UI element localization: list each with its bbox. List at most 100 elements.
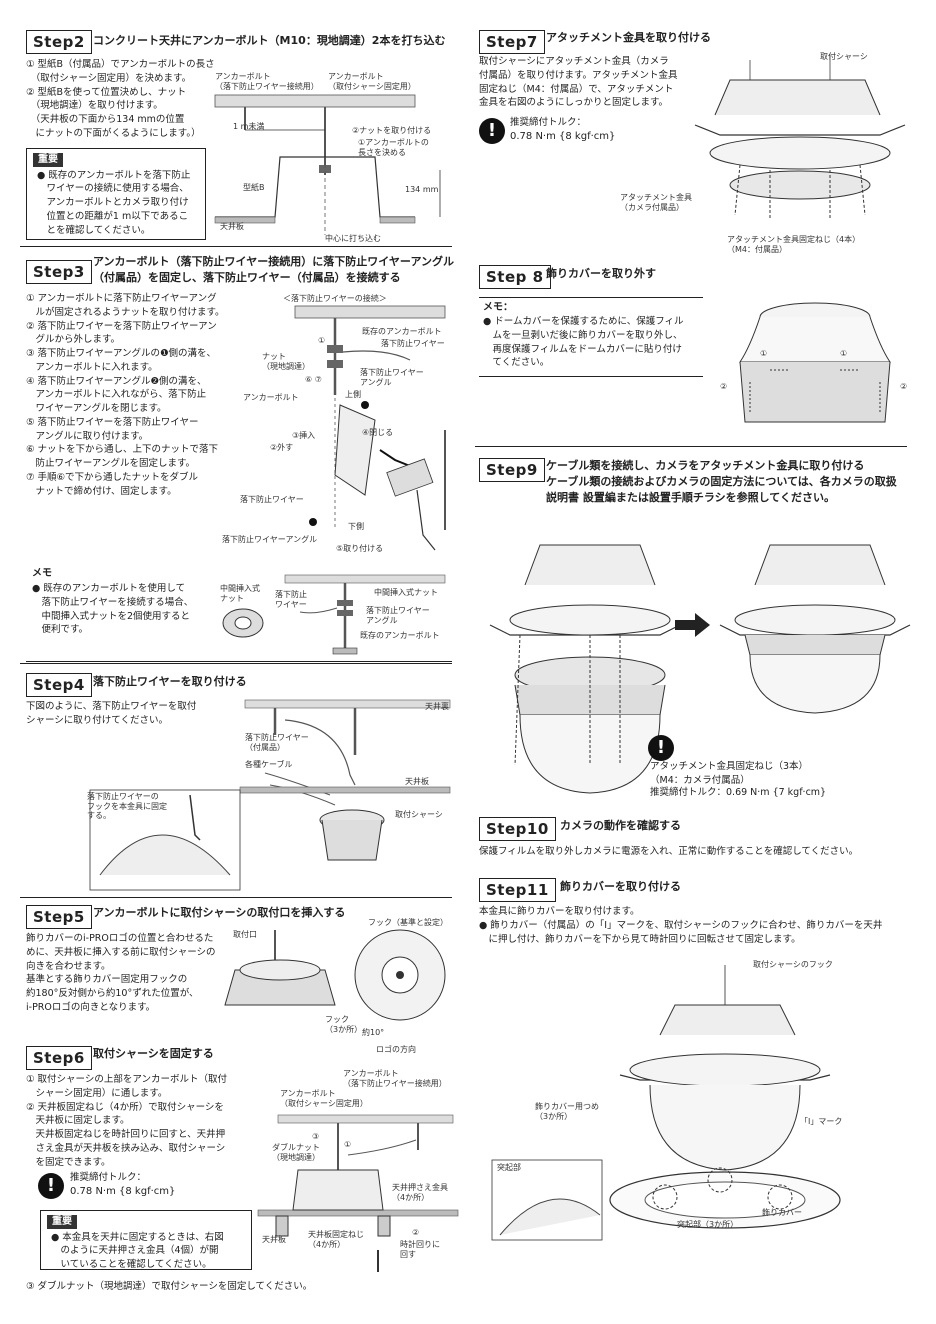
s4-hook: 落下防止ワイヤーの フックを本金具に固定 する。: [87, 792, 167, 821]
step3-memo: メモ ● 既存のアンカーボルトを使用して 落下防止ワイヤーを接続する場合、 中間…: [26, 565, 452, 662]
s2-134mm: 134 mm: [405, 185, 439, 194]
memo-tag: メモ：: [483, 302, 513, 313]
step3-diagram: [294, 305, 446, 551]
s3-close: ④閉じる: [362, 428, 394, 437]
step4-text: 下図のように、落下防止ワイヤーを取付 シャーシに取り付けてください。: [26, 701, 197, 726]
important-text: ● 既存のアンカーボルトを落下防止 ワイヤーの接続に使用する場合、 アンカーボル…: [37, 169, 191, 236]
s11-bump3: 突起部（3か所）: [677, 1220, 739, 1229]
s11-imark: 「I」マーク: [800, 1117, 843, 1126]
s3-angle2: 落下防止ワイヤーアングル: [222, 535, 318, 544]
step2-title: コンクリート天井にアンカーボルト（M10：現地調達）2本を打ち込む: [93, 34, 446, 47]
step4-diagram: [89, 699, 451, 891]
s11-hook: 取付シャーシのフック: [753, 960, 833, 969]
s6-clockwise: 時計回りに 回す: [400, 1240, 440, 1259]
s4-cables: 各種ケーブル: [245, 760, 293, 769]
step3-label: Step3: [26, 260, 92, 284]
s3-angle: 落下防止ワイヤー アングル: [360, 368, 424, 387]
step9-title: ケーブル類を接続し、カメラをアタッチメント金具に取り付ける ケーブル類の接続およ…: [546, 459, 897, 504]
step4-title: 落下防止ワイヤーを取り付ける: [93, 675, 247, 688]
s6-clamp: 天井押さえ金具 （4か所）: [392, 1183, 448, 1202]
memo-existing: 既存のアンカーボルト: [360, 631, 440, 640]
step6-torque-label: 推奨締付トルク：: [70, 1172, 147, 1183]
s6-ceiling: 天井板: [262, 1235, 286, 1244]
step2-diagram: [214, 94, 441, 235]
memo-angle: 落下防止ワイヤー アングル: [366, 606, 430, 625]
s4-ceiling-back: 天井裏: [425, 702, 449, 711]
s11-cover: 飾りカバー: [762, 1208, 802, 1217]
s2-anchor-chassis: アンカーボルト （取付シャーシ固定用）: [328, 72, 416, 91]
s3-remove: ②外す: [270, 443, 294, 452]
step11-diagram: [491, 965, 841, 1241]
s5-hook3: フック （3か所）: [325, 1015, 363, 1034]
memo-wire: 落下防止 ワイヤー: [275, 590, 307, 609]
memo-diagram: [284, 574, 446, 655]
divider: [20, 246, 452, 247]
step10-label: Step10: [479, 817, 556, 841]
s11-bump: 突起部: [497, 1163, 521, 1172]
s3-connect: ＜落下防止ワイヤーの接続＞: [283, 294, 387, 303]
step7-diagram: [694, 55, 906, 220]
s3-attach: ⑤取り付ける: [336, 544, 384, 553]
s3-existing: 既存のアンカーボルト: [362, 327, 442, 336]
step3-text: ① アンカーボルトに落下防止ワイヤーアング ルが固定されるようナットを取り付けま…: [26, 293, 225, 497]
step6-torque-value: 0.78 N·m {8 kgf·cm}: [70, 1186, 176, 1197]
caution-icon: !: [38, 1173, 64, 1199]
s8-c2a: ②: [720, 382, 728, 391]
divider: [20, 897, 452, 898]
step7-text: 取付シャーシにアタッチメント金具（カメラ 付属品）を取り付けます。アタッチメント…: [479, 56, 678, 109]
s8-c1b: ①: [840, 349, 848, 358]
s3-lower: 下側: [348, 522, 364, 531]
caution-icon: !: [648, 735, 674, 761]
s2-anchor-wire: アンカーボルト （落下防止ワイヤー接続用）: [215, 72, 319, 91]
step8-memo: メモ： ● ドームカバーを保護するために、保護フィル ムを一旦剥いだ後に飾りカバ…: [479, 297, 703, 377]
step7-torque-label: 推奨締付トルク：: [510, 117, 587, 128]
s2-ceiling: 天井板: [220, 222, 244, 231]
step6-diagram: [257, 1114, 459, 1272]
s7-attach: アタッチメント金具 （カメラ付属品）: [620, 193, 692, 212]
memo-text: ● ドームカバーを保護するために、保護フィル ムを一旦剥いだ後に飾りカバーを取り…: [483, 316, 684, 369]
s3-nut: ナット （現地調達）: [262, 352, 310, 371]
s3-c1: ①: [318, 336, 326, 345]
s4-ceiling: 天井板: [405, 777, 429, 786]
s11-claw: 飾りカバー用つめ （3か所）: [535, 1102, 599, 1121]
step3-title: アンカーボルト（落下防止ワイヤー接続用）に落下防止ワイヤーアングル （付属品）を…: [93, 255, 455, 284]
s5-deg10: 約10°: [362, 1028, 385, 1037]
step10-title: カメラの動作を確認する: [560, 819, 681, 832]
step5-title: アンカーボルトに取付シャーシの取付口を挿入する: [93, 906, 346, 919]
step6-footer: ③ ダブルナット（現地調達）で取付シャーシを固定してください。: [26, 1281, 313, 1292]
s2-nut: ②ナットを取り付ける: [352, 126, 432, 135]
memo-mid-nut: 中間挿入式 ナット: [220, 584, 260, 603]
step9-screws: アタッチメント金具固定ねじ（3本） （M4：カメラ付属品）: [650, 761, 809, 786]
step7-title: アタッチメント金具を取り付ける: [546, 31, 711, 44]
s6-double-nut: ダブルナット （現地調達）: [272, 1143, 320, 1162]
step2-text: ① 型紙B（付属品）でアンカーボルトの長さ （取付シャーシ固定用）を決めます。 …: [26, 59, 215, 139]
step9-label: Step9: [479, 458, 545, 482]
s5-hook-ref: フック（基準と設定）: [368, 918, 448, 927]
s6-anchor-chassis: アンカーボルト （取付シャーシ固定用）: [280, 1089, 368, 1108]
s2-length: ①アンカーボルトの 長さを決める: [358, 138, 429, 157]
step9-diagram: [489, 544, 911, 794]
step6-title: 取付シャーシを固定する: [93, 1047, 214, 1060]
s3-anchor: アンカーボルト: [243, 393, 299, 402]
s4-wire: 落下防止ワイヤー （付属品）: [245, 733, 309, 752]
s7-chassis: 取付シャーシ: [820, 52, 868, 61]
step5-label: Step5: [26, 905, 92, 929]
step10-text: 保護フィルムを取り外しカメラに電源を入れ、正常に動作することを確認してください。: [479, 846, 859, 857]
step11-label: Step11: [479, 878, 556, 902]
s6-c2: ②: [412, 1228, 420, 1237]
step6-text: ① 取付シャーシの上部をアンカーボルト（取付 シャーシ固定用）に通します。 ② …: [26, 1074, 227, 1168]
step4-label: Step4: [26, 673, 92, 697]
memo-tag: メモ: [32, 568, 52, 579]
step8-label: Step 8: [479, 265, 551, 289]
step8-diagram: [739, 302, 891, 423]
memo-text: ● 既存のアンカーボルトを使用して 落下防止ワイヤーを接続する場合、 中間挿入式…: [32, 583, 194, 636]
s2-center: 中心に打ち込む: [325, 234, 381, 243]
divider: [475, 446, 907, 447]
important-text: ● 本金具を天井に固定するときは、右図 のように天井押さえ金具（4個）が開 いて…: [51, 1231, 224, 1271]
step7-torque-value: 0.78 N·m {8 kgf·cm}: [510, 131, 616, 142]
step2-label: Step2: [26, 30, 92, 54]
step11-text: 本金具に飾りカバーを取り付けます。 ● 飾りカバー（付属品）の「I」マークを、取…: [479, 906, 883, 945]
memo-mid-nut2: 中間挿入式ナット: [374, 588, 438, 597]
step11-title: 飾りカバーを取り付ける: [560, 880, 681, 893]
step6-important: 重要 ● 本金具を天井に固定するときは、右図 のように天井押さえ金具（4個）が開…: [40, 1210, 252, 1270]
